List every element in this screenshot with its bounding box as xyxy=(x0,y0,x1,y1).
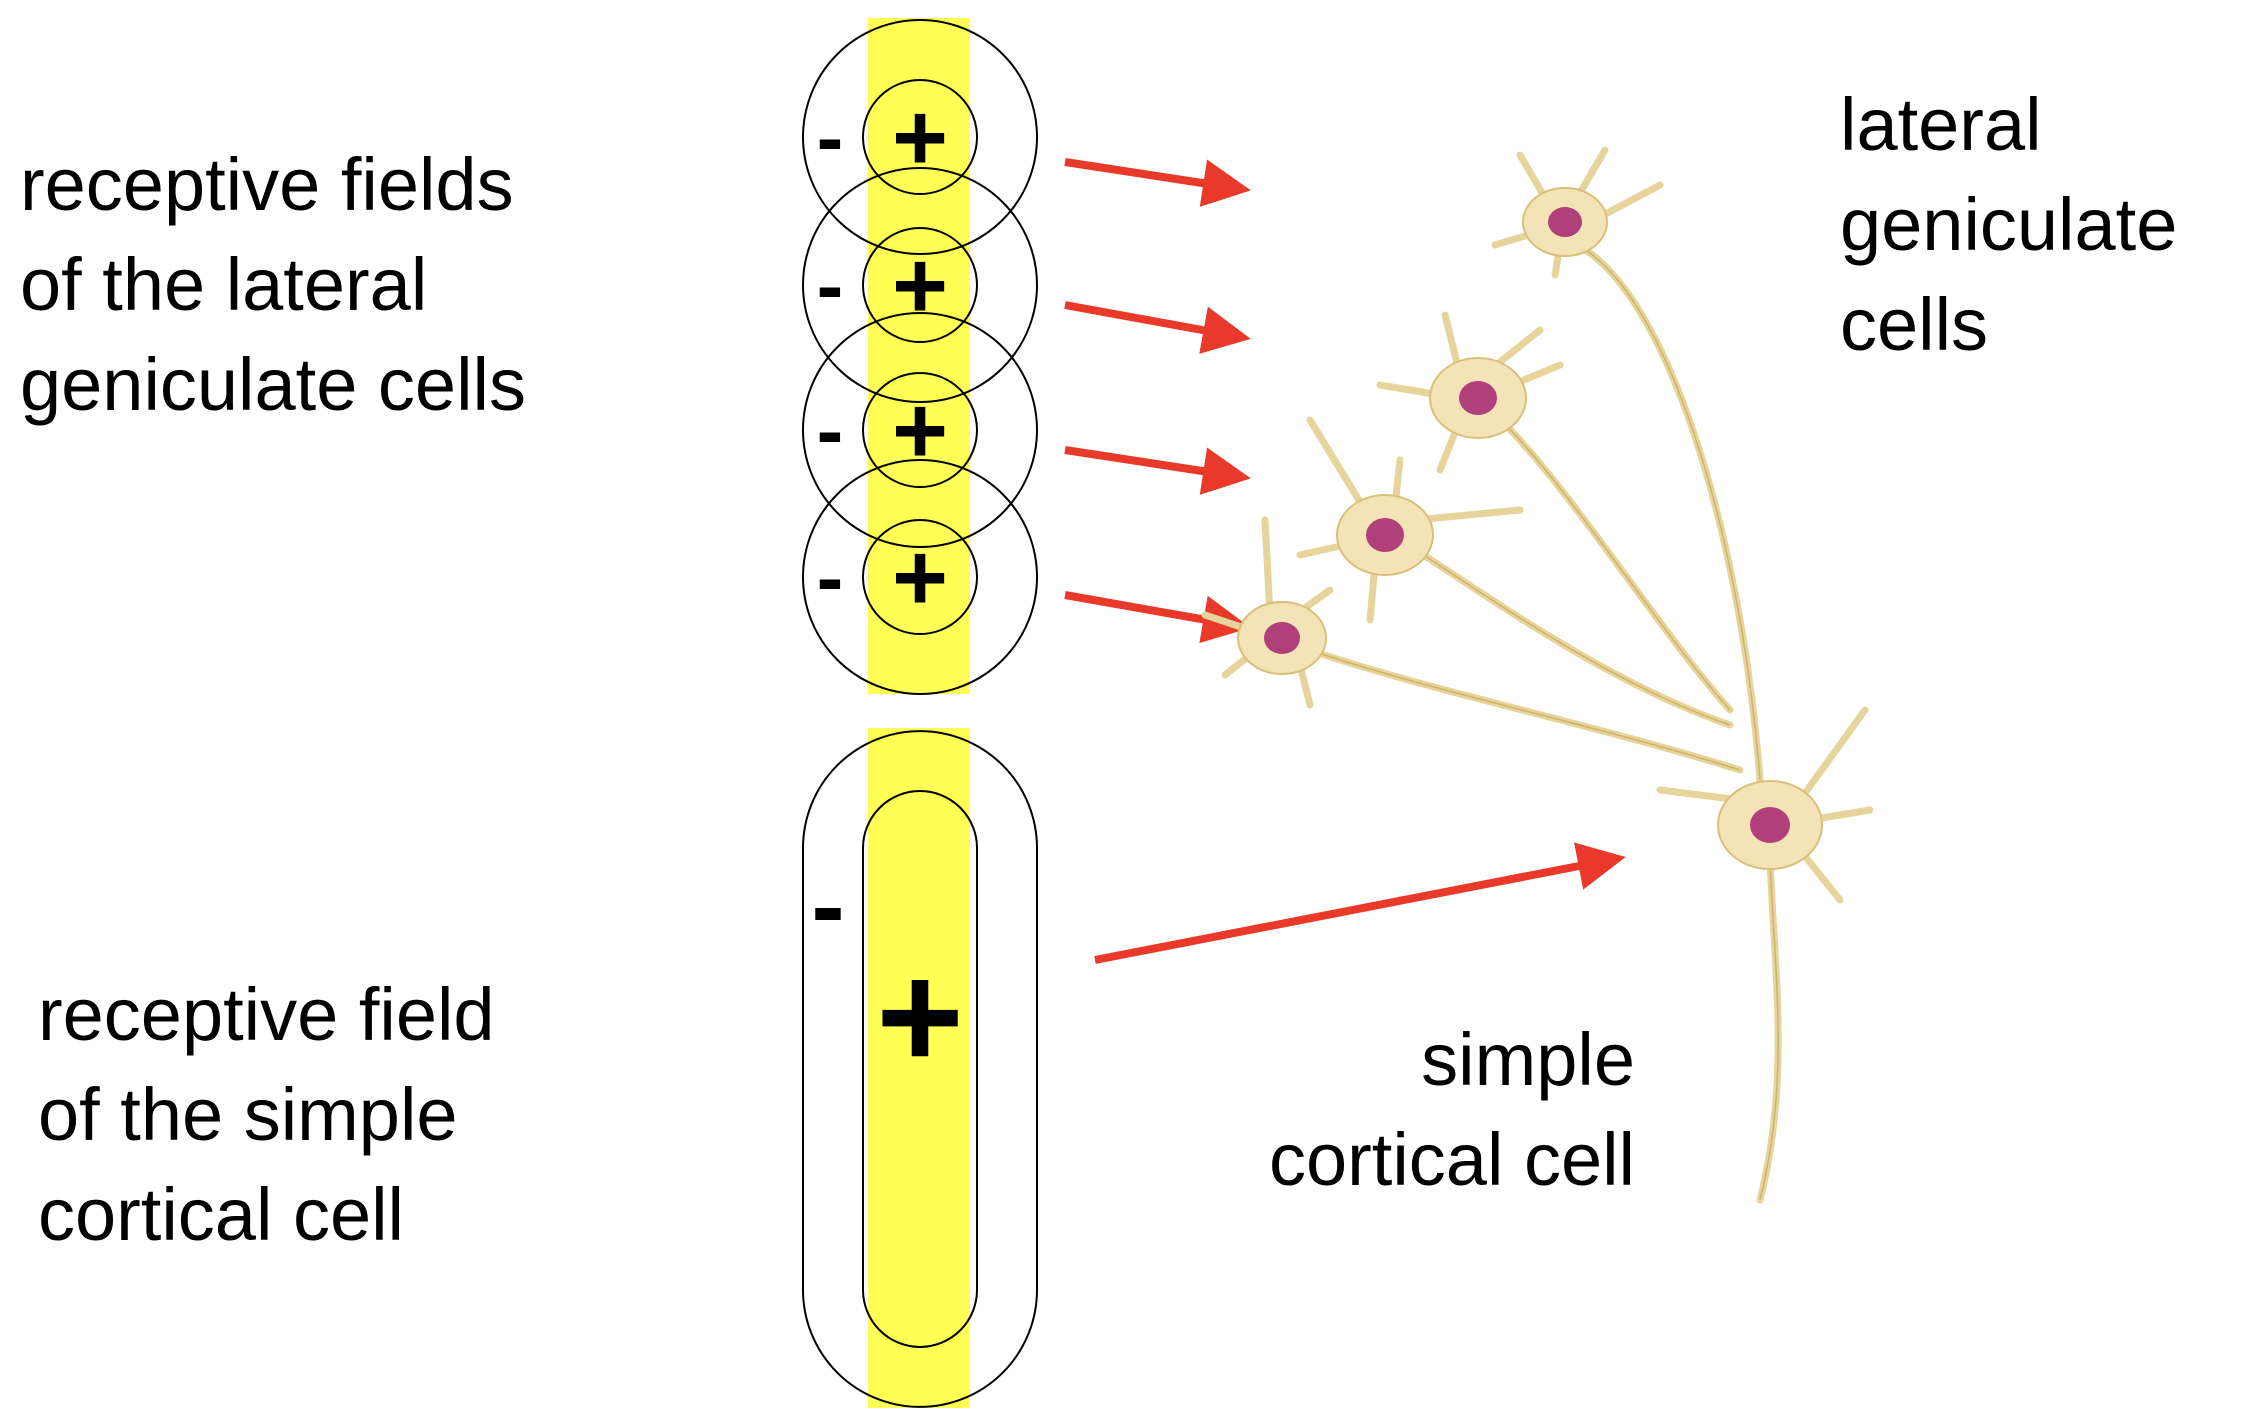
lgn-cells-label: lateral geniculate cells xyxy=(1840,75,2177,375)
arrow xyxy=(1064,301,1251,354)
lgn-receptive-field xyxy=(802,459,1038,695)
surround-minus-sign: - xyxy=(817,93,844,182)
arrow xyxy=(1094,842,1626,964)
cortical-field-outer-outline xyxy=(802,730,1038,1408)
lgn-receptive-fields-label: receptive fields of the lateral genicula… xyxy=(20,135,526,435)
label-line: of the simple xyxy=(38,1073,458,1156)
label-line: cells xyxy=(1840,283,1989,366)
label-line: of the lateral xyxy=(20,243,428,326)
label-line: receptive fields xyxy=(20,143,514,226)
surround-minus-sign: - xyxy=(817,241,844,330)
center-plus-sign: + xyxy=(892,84,948,191)
arrow xyxy=(1064,591,1251,644)
label-line: lateral xyxy=(1840,83,2042,166)
cortical-field-inner-outline xyxy=(862,790,978,1348)
lgn-neuron-icon xyxy=(1491,146,1664,279)
center-plus-sign: + xyxy=(892,377,948,484)
surround-minus-sign: - xyxy=(817,386,844,475)
label-line: geniculate xyxy=(1840,183,2178,266)
lgn-neuron-icon xyxy=(1201,516,1334,709)
label-line: geniculate cells xyxy=(20,343,526,426)
lgn-neuron-icon xyxy=(1376,311,1564,474)
label-line: cortical cell xyxy=(38,1173,404,1256)
label-line: simple xyxy=(1421,1018,1635,1101)
simple-receptive-field-label: receptive field of the simple cortical c… xyxy=(38,965,495,1265)
simple-cortical-cell-label: simple cortical cell xyxy=(1215,1010,1635,1210)
cortical-minus-sign: - xyxy=(811,850,844,962)
label-line: receptive field xyxy=(38,973,495,1056)
arrow xyxy=(1064,158,1251,207)
arrow xyxy=(1064,446,1251,495)
center-plus-sign: + xyxy=(892,232,948,339)
lgn-receptive-field xyxy=(802,312,1038,548)
lgn-stimulus-bar xyxy=(868,18,970,694)
cortical-plus-sign: + xyxy=(876,932,964,1100)
center-plus-sign: + xyxy=(892,524,948,631)
label-line: cortical cell xyxy=(1269,1118,1635,1201)
lgn-receptive-field xyxy=(802,167,1038,403)
lgn-axons-outline xyxy=(1279,239,1761,781)
lgn-neuron-icon xyxy=(1296,416,1524,624)
surround-minus-sign: - xyxy=(817,533,844,622)
simple-cortical-neuron-icon xyxy=(1656,706,1874,1204)
lgn-receptive-field xyxy=(802,19,1038,255)
cortical-stimulus-bar xyxy=(868,728,970,1408)
